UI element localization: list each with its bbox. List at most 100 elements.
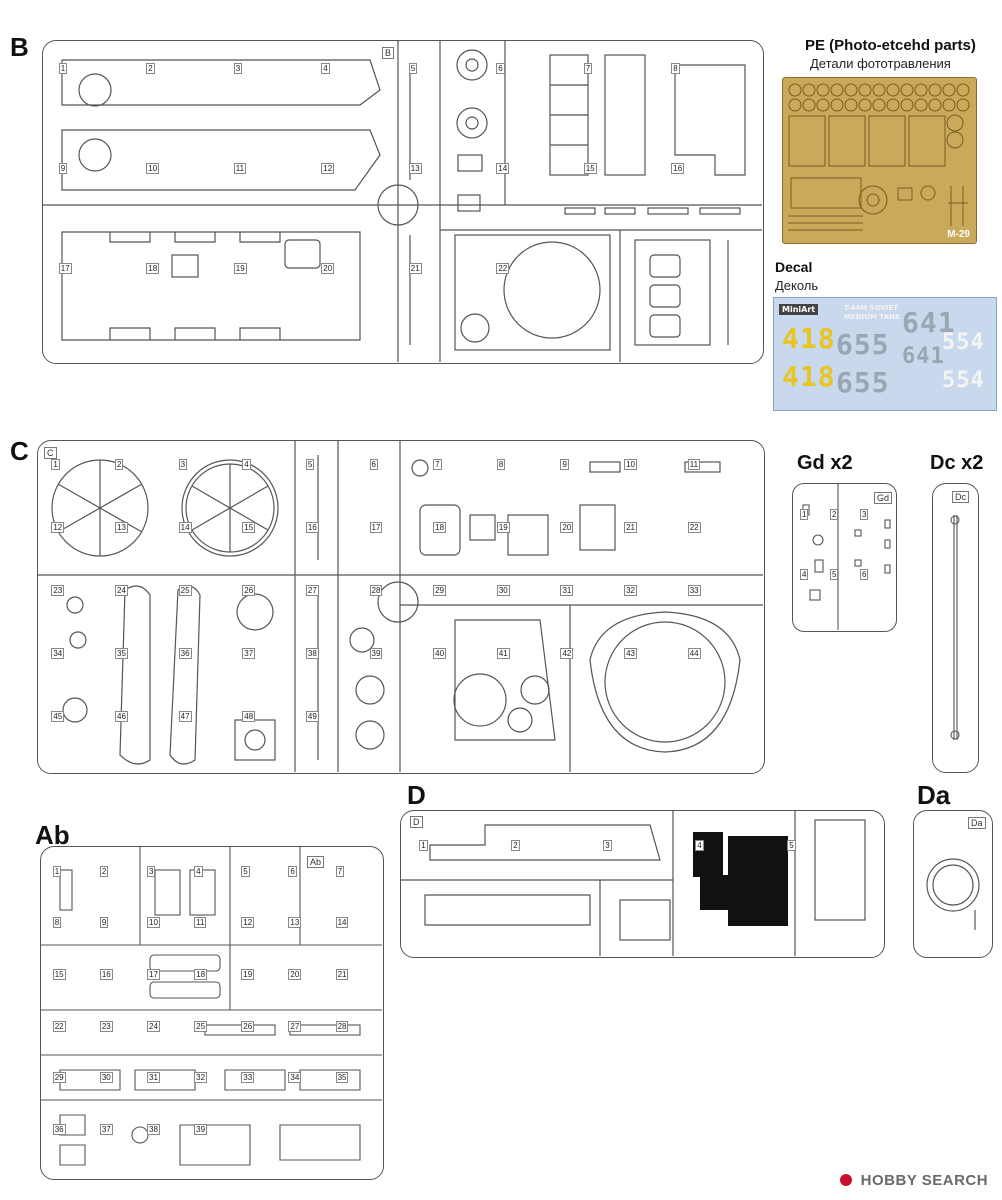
part-number-ab-1: 1: [52, 865, 62, 877]
part-number-gd-1: 1: [800, 509, 809, 520]
part-number-c-37: 37: [242, 648, 256, 660]
part-number-c-26: 26: [242, 585, 256, 597]
part-number-ab-33: 33: [241, 1072, 255, 1084]
part-number-c-38: 38: [305, 648, 319, 660]
sprue-b-letter: B: [10, 32, 29, 62]
part-number-c-9: 9: [560, 459, 569, 471]
part-number-ab-27: 27: [288, 1020, 302, 1032]
part-number-ab-23: 23: [99, 1020, 113, 1032]
part-number-c-34: 34: [51, 648, 65, 660]
part-number-c-40: 40: [433, 648, 447, 660]
part-number-ab-7: 7: [335, 865, 345, 877]
part-number-b-13: 13: [408, 163, 422, 174]
sprue-gd-letter: Gd x2: [797, 452, 853, 474]
sprue-c-letter: C: [10, 436, 29, 466]
part-number-d-5: 5: [787, 839, 796, 851]
part-number-d-3: 3: [603, 839, 612, 851]
pe-sheet-drawing: [788, 83, 970, 231]
part-number-c-8: 8: [496, 459, 506, 471]
sprue-da-frame: [913, 810, 993, 958]
part-number-ab-12: 12: [241, 917, 255, 929]
part-number-ab-5: 5: [241, 865, 250, 877]
part-number-b-3: 3: [233, 63, 243, 74]
part-number-c-20: 20: [560, 522, 574, 534]
part-number-c-48: 48: [242, 711, 256, 723]
part-number-c-12: 12: [51, 522, 65, 534]
part-number-c-49: 49: [305, 711, 319, 723]
part-number-b-18: 18: [146, 263, 160, 274]
part-number-c-2: 2: [115, 459, 124, 471]
part-number-c-22: 22: [687, 522, 701, 534]
part-number-b-2: 2: [146, 63, 155, 74]
part-number-ab-2: 2: [99, 865, 109, 877]
part-number-b-11: 11: [233, 163, 247, 174]
part-number-c-1: 1: [51, 459, 60, 471]
part-number-c-21: 21: [624, 522, 637, 534]
part-number-ab-11: 11: [194, 917, 207, 929]
decal-number-655-b: 655: [836, 366, 890, 399]
part-number-c-35: 35: [115, 648, 128, 660]
part-number-c-13: 13: [115, 522, 128, 534]
sprue-da-letter: Da: [917, 780, 951, 810]
part-number-c-19: 19: [496, 522, 510, 534]
part-number-c-16: 16: [305, 522, 319, 534]
part-number-b-8: 8: [671, 63, 680, 74]
part-number-c-30: 30: [496, 585, 510, 597]
sprue-gd-tag: Gd: [874, 492, 893, 504]
sprue-d-tag: D: [410, 816, 423, 828]
part-number-c-3: 3: [178, 459, 188, 471]
part-number-ab-10: 10: [147, 917, 160, 929]
part-number-c-47: 47: [178, 711, 192, 723]
part-number-ab-31: 31: [147, 1072, 160, 1084]
part-number-c-7: 7: [433, 459, 442, 471]
decal-brand: MiniArt: [779, 304, 819, 315]
part-number-c-29: 29: [433, 585, 447, 597]
sprue-ab-letter: Ab: [35, 820, 70, 850]
part-number-b-7: 7: [583, 63, 593, 74]
part-number-ab-21: 21: [335, 969, 349, 981]
part-number-b-10: 10: [146, 163, 160, 174]
part-number-b-19: 19: [233, 263, 247, 274]
part-number-c-27: 27: [305, 585, 319, 597]
pe-title: PE (Photo-etcehd parts): [805, 37, 976, 54]
part-number-c-5: 5: [305, 459, 315, 471]
part-number-c-31: 31: [560, 585, 574, 597]
sprue-gd-frame: [792, 483, 897, 632]
part-number-ab-39: 39: [194, 1124, 208, 1136]
part-number-ab-14: 14: [335, 917, 349, 929]
part-number-c-24: 24: [115, 585, 128, 597]
part-number-ab-6: 6: [288, 865, 297, 877]
part-number-ab-18: 18: [194, 969, 208, 981]
decal-number-418-b: 418: [782, 360, 836, 393]
part-number-b-1: 1: [58, 63, 68, 74]
part-number-c-23: 23: [51, 585, 65, 597]
part-number-c-45: 45: [51, 711, 65, 723]
part-number-ab-16: 16: [99, 969, 113, 981]
decal-number-655-a: 655: [836, 328, 890, 361]
part-number-c-25: 25: [178, 585, 192, 597]
sprue-dc-letter: Dc x2: [930, 452, 984, 474]
decal-number-418-a: 418: [782, 322, 836, 355]
part-number-c-44: 44: [687, 648, 701, 660]
part-number-ab-24: 24: [147, 1020, 160, 1032]
part-number-b-22: 22: [496, 263, 510, 274]
part-number-ab-38: 38: [147, 1124, 160, 1136]
part-number-b-6: 6: [496, 63, 505, 74]
sprue-c-tag: C: [44, 447, 57, 459]
part-number-c-32: 32: [624, 585, 637, 597]
part-number-b-4: 4: [321, 63, 330, 74]
pe-sheet-code: M-29: [947, 229, 970, 240]
part-number-c-33: 33: [687, 585, 701, 597]
part-number-c-28: 28: [369, 585, 383, 597]
part-number-ab-13: 13: [288, 917, 302, 929]
part-number-b-12: 12: [321, 163, 335, 174]
part-number-d-1: 1: [419, 839, 428, 851]
part-number-gd-4: 4: [800, 569, 809, 580]
part-number-c-15: 15: [242, 522, 256, 534]
sprue-dc-frame: [932, 483, 979, 773]
part-number-ab-37: 37: [99, 1124, 113, 1136]
sprue-da-tag: Da: [968, 817, 986, 829]
part-number-b-9: 9: [58, 163, 68, 174]
decal-sheet: MiniArt T-44M SOVIET MEDIUM TANK 418 655…: [773, 297, 997, 411]
part-number-d-4: 4: [695, 839, 704, 851]
